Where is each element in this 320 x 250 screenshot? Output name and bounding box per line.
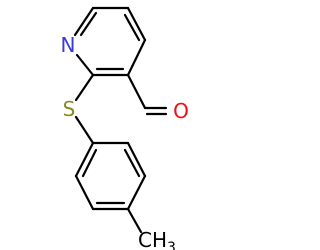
bond-c1p-c2p	[74, 141, 95, 178]
oxygen-atom-label: O	[173, 99, 189, 123]
atom-labels: N S O CH3	[61, 33, 189, 250]
nitrogen-atom-label: N	[61, 33, 76, 57]
bond-c3-cho	[126, 73, 147, 110]
bond-c5p-c6p-inner	[123, 148, 141, 178]
methyl-subscript: 3	[167, 240, 176, 250]
bond-s-c1p	[74, 115, 95, 145]
methyl-group-label: CH3	[138, 228, 176, 250]
bond-c5-c4	[126, 6, 147, 42]
sulfur-atom-label: S	[63, 97, 76, 121]
bond-c1p-c2p-inner	[81, 148, 98, 178]
bond-lines	[73, 6, 168, 234]
bond-c2p-c3p	[74, 174, 95, 211]
bond-c4-c3	[126, 38, 147, 77]
bond-c5p-c6p	[126, 141, 147, 178]
bond-c4p-c5p	[126, 174, 147, 211]
bond-c5-c4-inner	[123, 13, 141, 42]
bond-n-c6-inner	[79, 11, 98, 37]
bond-c4p-ch3	[126, 207, 143, 234]
bond-n-c2	[75, 53, 95, 77]
molecule-structure: N S O CH3	[61, 6, 189, 250]
methyl-base: CH	[138, 228, 167, 250]
bond-c2-s	[74, 73, 95, 102]
bond-n-c6	[73, 6, 95, 37]
